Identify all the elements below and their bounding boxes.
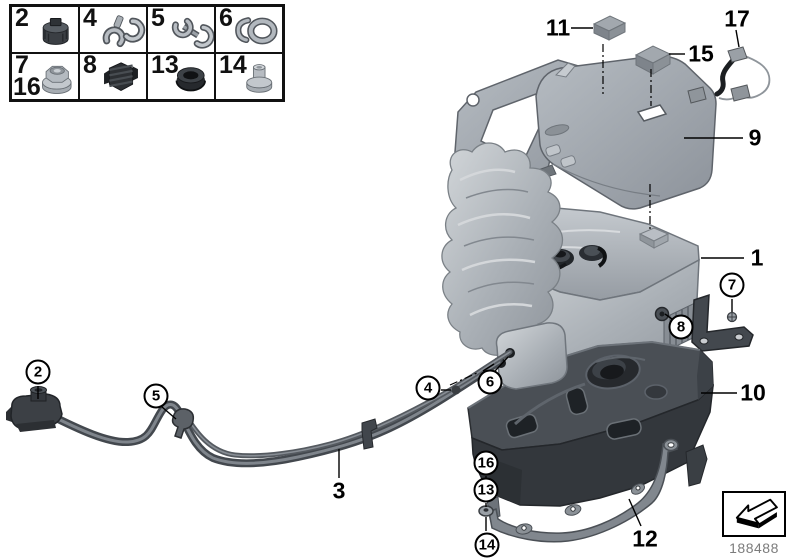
flanged-nut-icon (42, 65, 72, 94)
legend-label: 2 (15, 4, 29, 32)
hose-clip-icon (171, 17, 214, 49)
legend-cell-4[interactable]: 4 (79, 4, 147, 53)
damper-pad-11-shape (592, 15, 627, 41)
legend-label: 13 (151, 51, 179, 79)
callout-label-10[interactable]: 10 (740, 379, 766, 406)
callout-bubble-13[interactable]: 13 (473, 477, 499, 503)
legend-label: 5 (151, 4, 165, 32)
bushing-icon (246, 64, 273, 93)
legend-label: 16 (13, 72, 41, 101)
callout-bubble-8[interactable]: 8 (668, 314, 694, 340)
legend-label: 6 (219, 4, 233, 32)
legend-label: 8 (83, 51, 97, 79)
callout-label-17[interactable]: 17 (724, 5, 750, 32)
hose-clamp-icon (235, 17, 278, 45)
callout-bubble-4[interactable]: 4 (415, 375, 441, 401)
grommet-icon (175, 67, 206, 92)
legend-table: 2 4 5 (9, 4, 285, 102)
callout-bubble-16[interactable]: 16 (473, 450, 499, 476)
legend-cell-14[interactable]: 14 (215, 51, 283, 100)
callout-label-11[interactable]: 11 (545, 14, 571, 41)
callout-bubble-2[interactable]: 2 (25, 359, 51, 385)
pipe-bracket-shape (361, 418, 378, 450)
callout-bubble-5[interactable]: 5 (143, 383, 169, 409)
diagram-part-number: 188488 (729, 540, 779, 556)
legend-cell-7-16[interactable]: 7 16 (11, 51, 79, 101)
callout-label-12[interactable]: 12 (632, 525, 658, 552)
legend-cell-6[interactable]: 6 (215, 4, 283, 53)
support-tray-shape (467, 340, 714, 507)
pipe-clip-5-shape (171, 408, 195, 439)
mounting-bracket-shape (691, 293, 754, 352)
pipe-clip-4-shape (451, 385, 461, 395)
filler-head-shape (6, 386, 63, 432)
filler-pipe-shape (6, 349, 513, 468)
expanding-clip-icon (104, 62, 138, 92)
legend-cell-5[interactable]: 5 (147, 4, 215, 53)
callout-bubble-7[interactable]: 7 (719, 272, 745, 298)
legend-label: 4 (83, 4, 97, 32)
wiring-harness-shape (687, 46, 771, 104)
legend-cell-13[interactable]: 13 (147, 51, 215, 100)
callout-label-15[interactable]: 15 (688, 40, 714, 67)
callout-label-3[interactable]: 3 (332, 477, 346, 504)
retaining-strap-shape (478, 438, 679, 543)
callout-label-9[interactable]: 9 (748, 124, 762, 151)
legend-cell-8[interactable]: 8 (79, 51, 147, 100)
legend-label: 14 (219, 51, 247, 79)
callout-label-1[interactable]: 1 (750, 244, 764, 271)
heat-shield-shape (441, 142, 564, 356)
legend-cell-2[interactable]: 2 (11, 4, 79, 53)
direction-arrow-box (722, 491, 786, 537)
direction-arrow-icon (735, 498, 778, 529)
locking-ring-cap-icon (42, 18, 69, 45)
legend-label: 7 (15, 51, 29, 79)
pipe-clip-icon (102, 15, 146, 48)
callout-bubble-14[interactable]: 14 (474, 532, 500, 558)
callout-bubble-6[interactable]: 6 (477, 369, 503, 395)
